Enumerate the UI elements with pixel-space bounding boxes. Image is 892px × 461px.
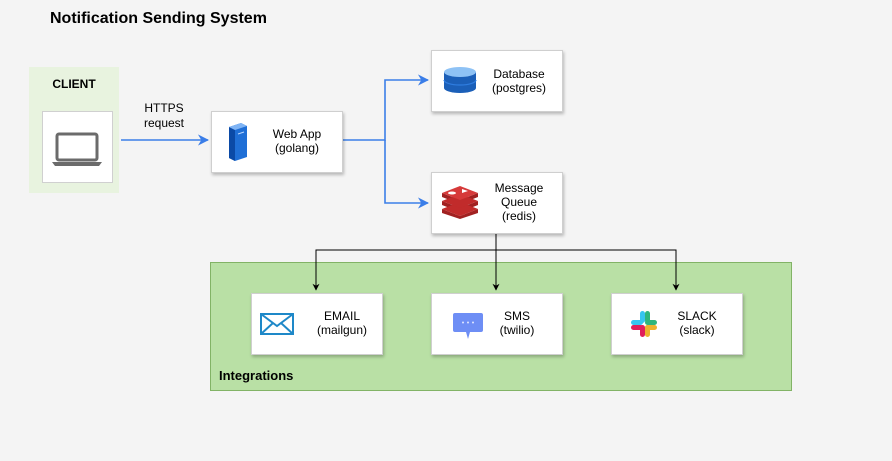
webapp-to-database-edge xyxy=(342,74,430,141)
client-node[interactable] xyxy=(42,111,113,183)
message-queue-node[interactable]: Message Queue (redis) xyxy=(431,172,563,234)
client-label: CLIENT xyxy=(52,77,96,91)
slack-label: SLACK (slack) xyxy=(677,309,717,337)
diagram-title: Notification Sending System xyxy=(50,10,267,27)
chat-bubble-icon xyxy=(453,313,483,339)
database-label: Database (postgres) xyxy=(491,67,547,95)
webapp-to-queue-edge xyxy=(384,140,430,209)
message-queue-label: Message Queue (redis) xyxy=(494,181,544,223)
webapp-node[interactable]: Web App (golang) xyxy=(211,111,343,173)
database-node[interactable]: Database (postgres) xyxy=(431,50,563,112)
server-icon xyxy=(229,123,247,161)
https-request-label: HTTPS request xyxy=(143,101,185,130)
laptop-icon xyxy=(52,132,102,166)
email-node[interactable]: EMAIL (mailgun) xyxy=(251,293,383,355)
webapp-label: Web App (golang) xyxy=(272,127,322,155)
envelope-icon xyxy=(260,313,294,335)
slack-node[interactable]: SLACK (slack) xyxy=(611,293,743,355)
database-icon xyxy=(443,67,477,93)
redis-icon xyxy=(442,186,478,219)
email-label: EMAIL (mailgun) xyxy=(316,309,367,337)
sms-node[interactable]: SMS (twilio) xyxy=(431,293,563,355)
slack-icon xyxy=(631,311,657,337)
sms-label: SMS (twilio) xyxy=(499,309,535,337)
queue-to-integrations-edges xyxy=(312,232,680,291)
integrations-label: Integrations xyxy=(219,368,294,383)
